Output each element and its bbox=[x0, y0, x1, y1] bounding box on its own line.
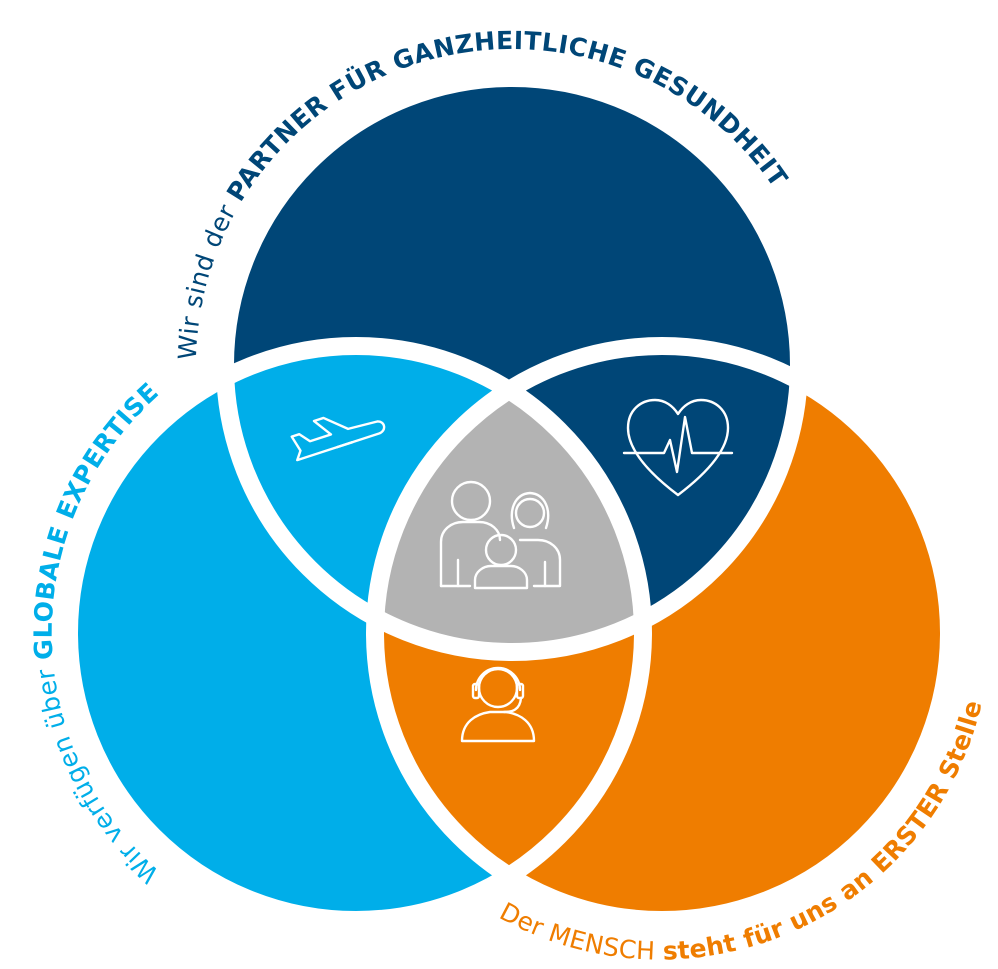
separator-right bbox=[366, 337, 958, 929]
overlap-center bbox=[375, 346, 643, 652]
separator-top bbox=[216, 69, 808, 661]
separator-left bbox=[60, 337, 652, 929]
airplane-icon bbox=[290, 416, 386, 462]
headset-agent-icon bbox=[460, 666, 536, 743]
family-icon bbox=[439, 480, 562, 590]
heart-pulse-icon bbox=[622, 398, 734, 497]
